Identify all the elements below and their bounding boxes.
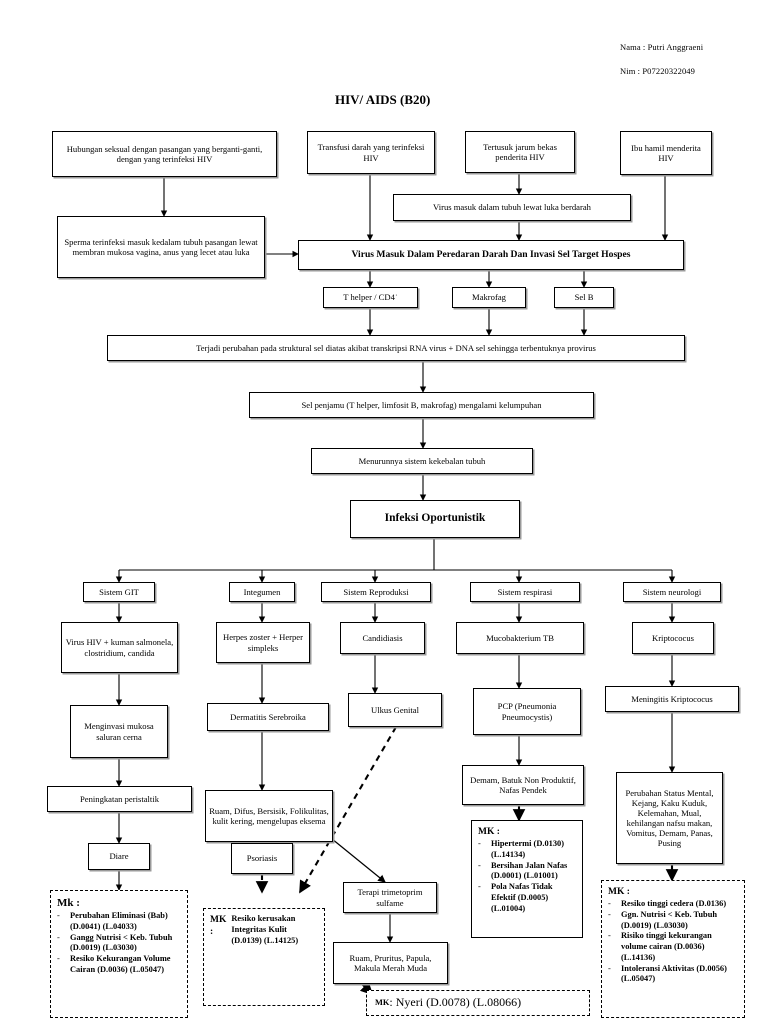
- list-item: -Resiko tinggi cedera (D.0136): [608, 899, 727, 909]
- bullet-dash: -: [57, 932, 60, 942]
- node-diare: Diare: [88, 843, 150, 870]
- node-immune-decline: Menurunnya sistem kekebalan tubuh: [311, 448, 533, 474]
- node-pregnant-mother: Ibu hamil menderita HIV: [620, 131, 712, 175]
- bullet-dash: -: [608, 931, 611, 941]
- mk-box-git: Mk : -Perubahan Eliminasi (Bab) (D.0041)…: [50, 890, 188, 1018]
- list-item: -Gangg Nutrisi < Keb. Tubuh (D.0019) (L.…: [57, 932, 173, 953]
- bullet-dash: -: [478, 839, 481, 849]
- node-sexual-contact: Hubungan seksual dengan pasangan yang be…: [52, 131, 277, 177]
- mk-box-nyeri: MK : Nyeri (D.0078) (L.08066): [366, 990, 590, 1016]
- node-t-helper-cd4: T helper / CD4˙: [323, 287, 418, 308]
- mk-box-respirasi: MK : -Hipertermi (D.0130) (L.14134) -Ber…: [471, 820, 583, 938]
- page-title: HIV/ AIDS (B20): [335, 92, 431, 107]
- mk-title-nyeri: MK: [375, 997, 390, 1007]
- node-ruam-difus: Ruam, Difus, Bersisik, Folikulitas, kuli…: [205, 790, 333, 842]
- list-item: -Pola Nafas Tidak Efektif (D.0005) (L.01…: [478, 882, 553, 913]
- mk-title-neurologi: MK :: [608, 887, 630, 897]
- node-perubahan-status-mental: Perubahan Status Mental, Kejang, Kaku Ku…: [616, 772, 723, 864]
- list-item: -Resiko Kekurangan Volume Cairan (D.0036…: [57, 954, 171, 974]
- student-name: Nama : Putri Anggraeni: [620, 42, 704, 52]
- node-meningitis-kriptococus: Meningitis Kriptococus: [605, 686, 739, 712]
- node-virus-kuman: Virus HIV + kuman salmonela, clostridium…: [61, 622, 178, 673]
- mk-title-kulit: MK :: [210, 915, 227, 938]
- mk-title-respirasi: MK :: [478, 827, 500, 837]
- list-item: -Intoleransi Aktivitas (D.0056) (L.05047…: [608, 963, 727, 984]
- node-dermatitis-serebroika: Dermatitis Serebroika: [207, 703, 329, 731]
- list-item: -Perubahan Eliminasi (Bab) (D.0041) (L.0…: [57, 911, 168, 931]
- bullet-dash: -: [478, 860, 481, 870]
- mk-title-git: Mk :: [57, 897, 80, 909]
- node-menginvasi-mukosa: Menginvasi mukosa saluran cerna: [70, 705, 168, 758]
- node-host-cell-paralysis: Sel penjamu (T helper, limfosit B, makro…: [249, 392, 594, 418]
- node-kriptococus: Kriptococus: [632, 622, 714, 654]
- node-sistem-respirasi: Sistem respirasi: [470, 582, 580, 602]
- node-opportunistic-infection: Infeksi Oportunistik: [350, 500, 520, 538]
- bullet-dash: -: [478, 882, 481, 892]
- node-demam-batuk: Demam, Batuk Non Produktif, Nafas Pendek: [462, 765, 584, 805]
- node-candidiasis: Candidiasis: [340, 622, 425, 654]
- bullet-dash: -: [608, 899, 611, 909]
- node-integumen: Integumen: [229, 582, 295, 602]
- node-needle-stick: Tertusuk jarum bekas penderita HIV: [465, 131, 575, 173]
- node-pcp-pneumonia: PCP (Pneumonia Pneumocystis): [473, 688, 581, 735]
- mk-list-neurologi: -Resiko tinggi cedera (D.0136) -Ggn. Nut…: [608, 899, 738, 985]
- node-sperm-entry: Sperma terinfeksi masuk kedalam tubuh pa…: [57, 216, 265, 278]
- list-item: -Risiko tinggi kekurangan volume cairan …: [608, 931, 712, 962]
- mk-list-respirasi: -Hipertermi (D.0130) (L.14134) -Bersihan…: [478, 839, 576, 914]
- node-sel-b: Sel B: [554, 287, 614, 308]
- node-ulkus-genital: Ulkus Genital: [348, 693, 442, 727]
- bullet-dash: -: [608, 909, 611, 919]
- node-mucobakterium-tb: Mucobakterium TB: [456, 622, 584, 654]
- node-virus-enters-wound: Virus masuk dalam tubuh lewat luka berda…: [393, 194, 631, 221]
- student-nim: Nim : P07220322049: [620, 66, 696, 76]
- list-item: -Bersihan Jalan Nafas (D.0001) (L.01001): [478, 860, 568, 881]
- mk-box-neurologi: MK : -Resiko tinggi cedera (D.0136) -Ggn…: [601, 880, 745, 1018]
- node-sistem-neurologi: Sistem neurologi: [623, 582, 721, 602]
- node-virus-in-bloodstream: Virus Masuk Dalam Peredaran Darah Dan In…: [298, 240, 684, 270]
- list-item: -Ggn. Nutrisi < Keb. Tubuh (D.0019) (L.0…: [608, 909, 718, 930]
- list-item: -Hipertermi (D.0130) (L.14134): [478, 839, 565, 859]
- node-ruam-pruritus: Ruam, Pruritus, Papula, Makula Merah Mud…: [333, 942, 448, 984]
- bullet-dash: -: [608, 963, 611, 973]
- mk-nyeri-text: : Nyeri (D.0078) (L.08066): [389, 995, 522, 1010]
- mk-list-git: -Perubahan Eliminasi (Bab) (D.0041) (L.0…: [57, 911, 181, 976]
- node-blood-transfusion: Transfusi darah yang terinfeksi HIV: [307, 131, 435, 174]
- mk-kulit-text: Resiko kerusakan Integritas Kulit (D.013…: [231, 914, 299, 945]
- node-peningkatan-peristaltik: Peningkatan peristaltik: [47, 786, 192, 812]
- bullet-dash: -: [57, 911, 60, 921]
- node-sistem-git: Sistem GIT: [83, 582, 155, 602]
- node-psoriasis: Psoriasis: [231, 843, 293, 874]
- node-sistem-reproduksi: Sistem Reproduksi: [321, 582, 431, 602]
- node-provirus-formation: Terjadi perubahan pada struktural sel di…: [107, 335, 685, 361]
- bullet-dash: -: [57, 954, 60, 964]
- node-makrofag: Makrofag: [452, 287, 526, 308]
- mk-box-kulit: MK : Resiko kerusakan Integritas Kulit (…: [203, 908, 325, 1006]
- node-herpes-zoster: Herpes zoster + Herper simpleks: [216, 622, 310, 663]
- node-terapi-trimetoprim: Terapi trimetoprim sulfame: [343, 882, 437, 913]
